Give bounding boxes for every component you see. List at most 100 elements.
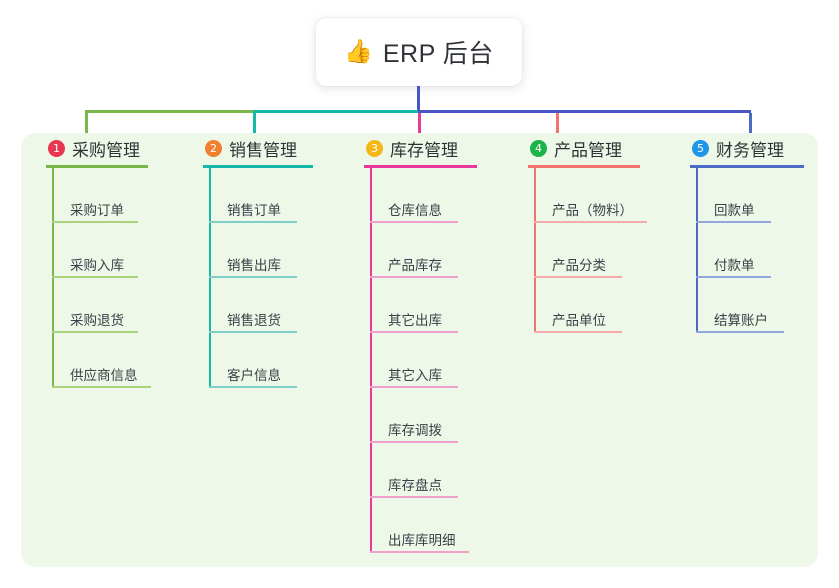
branch-item[interactable]: 采购退货	[46, 278, 148, 333]
branch-item[interactable]: 销售订单	[203, 168, 313, 223]
branch-item-underline	[52, 386, 151, 388]
branch-drop-connector-1	[85, 113, 88, 147]
branch-item-underline	[370, 496, 458, 498]
branch-item-underline	[370, 221, 458, 223]
bus-teal	[253, 110, 418, 113]
branch-item-label: 库存调拨	[388, 423, 442, 438]
branch-item[interactable]: 结算账户	[690, 278, 804, 333]
branch-item-underline	[209, 386, 297, 388]
branch-column-4: 4 产品管理产品（物料） 产品分类产品单位	[528, 133, 647, 333]
branch-item-label: 采购退货	[70, 313, 124, 328]
branch-items: 仓库信息产品库存其它出库其它入库库存调拨库存盘点出库库明细	[364, 168, 477, 553]
branch-item-underline	[52, 221, 138, 223]
branch-item-label: 其它出库	[388, 313, 442, 328]
branch-drop-connector-5	[749, 113, 752, 147]
branch-drop-connector-3	[418, 113, 421, 147]
branch-item[interactable]: 库存调拨	[364, 388, 477, 443]
branch-spine	[52, 168, 54, 388]
branch-item[interactable]: 采购入库	[46, 223, 148, 278]
branch-spine	[209, 168, 211, 388]
branch-items: 销售订单销售出库销售退货客户信息	[203, 168, 313, 388]
branch-header-underline	[46, 165, 148, 168]
root-node[interactable]: 👍 ERP 后台	[316, 18, 522, 86]
branch-item[interactable]: 客户信息	[203, 333, 313, 388]
branch-item-underline	[696, 276, 771, 278]
branch-column-5: 5 财务管理回款单付款单结算账户	[690, 133, 804, 333]
branch-number-badge: 3	[366, 139, 383, 157]
branch-item-label: 产品单位	[552, 313, 606, 328]
branch-item-underline	[370, 276, 458, 278]
branches-panel: 1 采购管理采购订单采购入库采购退货供应商信息 2 销售管理销售订单销售出库销售退货客…	[21, 133, 818, 567]
branch-item-label: 付款单	[714, 258, 755, 273]
branch-item-underline	[209, 221, 297, 223]
branch-item[interactable]: 付款单	[690, 223, 804, 278]
branch-title: 库存管理	[390, 140, 458, 160]
branch-header-1[interactable]: 1 采购管理	[46, 133, 148, 163]
branch-number-badge: 1	[48, 139, 65, 157]
branch-number-badge: 2	[205, 139, 222, 157]
branch-item-label: 回款单	[714, 203, 755, 218]
branch-item-label: 采购入库	[70, 258, 124, 273]
branch-item-underline	[534, 221, 647, 223]
branch-item-underline	[209, 331, 297, 333]
branch-item[interactable]: 产品（物料）	[528, 168, 647, 223]
branch-item[interactable]: 销售出库	[203, 223, 313, 278]
branch-item-underline	[696, 331, 784, 333]
branch-item[interactable]: 产品库存	[364, 223, 477, 278]
branch-item[interactable]: 出库库明细	[364, 498, 477, 553]
branch-item-label: 产品库存	[388, 258, 442, 273]
branch-column-2: 2 销售管理销售订单销售出库销售退货客户信息	[203, 133, 313, 388]
branch-item-label: 其它入库	[388, 368, 442, 383]
branch-item-label: 采购订单	[70, 203, 124, 218]
branch-item[interactable]: 仓库信息	[364, 168, 477, 223]
branch-item[interactable]: 库存盘点	[364, 443, 477, 498]
branch-item[interactable]: 其它入库	[364, 333, 477, 388]
branch-item[interactable]: 产品分类	[528, 223, 640, 278]
branch-item-label: 库存盘点	[388, 478, 442, 493]
root-trunk-connector	[417, 86, 420, 112]
branch-header-2[interactable]: 2 销售管理	[203, 133, 313, 163]
branch-item-underline	[52, 331, 138, 333]
branch-item-underline	[370, 386, 458, 388]
branch-item-label: 产品（物料）	[552, 203, 633, 218]
branch-header-3[interactable]: 3 库存管理	[364, 133, 477, 163]
branch-title: 销售管理	[229, 140, 297, 160]
branch-header-underline	[203, 165, 313, 168]
branch-column-1: 1 采购管理采购订单采购入库采购退货供应商信息	[46, 133, 151, 388]
branch-item-underline	[209, 276, 297, 278]
branch-item-underline	[370, 331, 458, 333]
branch-header-5[interactable]: 5 财务管理	[690, 133, 804, 163]
branch-item[interactable]: 产品单位	[528, 278, 640, 333]
branch-item[interactable]: 销售退货	[203, 278, 313, 333]
branch-item-label: 供应商信息	[70, 368, 138, 383]
branch-number-badge: 5	[692, 139, 709, 157]
branch-item-label: 客户信息	[227, 368, 281, 383]
branch-drop-connector-2	[253, 113, 256, 147]
branch-item-underline	[370, 551, 469, 553]
branch-item-label: 出库库明细	[388, 533, 456, 548]
branch-item[interactable]: 供应商信息	[46, 333, 151, 388]
branch-items: 采购订单采购入库采购退货供应商信息	[46, 168, 151, 388]
branch-header-4[interactable]: 4 产品管理	[528, 133, 640, 163]
branch-item-underline	[52, 276, 138, 278]
branch-item-label: 销售订单	[227, 203, 281, 218]
branch-item-underline	[696, 221, 771, 223]
bus-blue	[418, 110, 751, 113]
branch-item-label: 仓库信息	[388, 203, 442, 218]
root-title: ERP 后台	[382, 40, 494, 68]
branch-item[interactable]: 采购订单	[46, 168, 148, 223]
branch-item[interactable]: 回款单	[690, 168, 804, 223]
branch-title: 财务管理	[716, 140, 784, 160]
branch-title: 采购管理	[72, 140, 140, 160]
thumbs-up-icon: 👍	[344, 38, 373, 65]
branch-item-label: 产品分类	[552, 258, 606, 273]
bus-green	[85, 110, 253, 113]
branch-number-badge: 4	[530, 139, 547, 157]
branch-header-underline	[690, 165, 804, 168]
branch-spine	[370, 168, 372, 553]
branch-item-underline	[534, 276, 622, 278]
branch-title: 产品管理	[554, 140, 622, 160]
branch-items: 回款单付款单结算账户	[690, 168, 804, 333]
branch-item[interactable]: 其它出库	[364, 278, 477, 333]
